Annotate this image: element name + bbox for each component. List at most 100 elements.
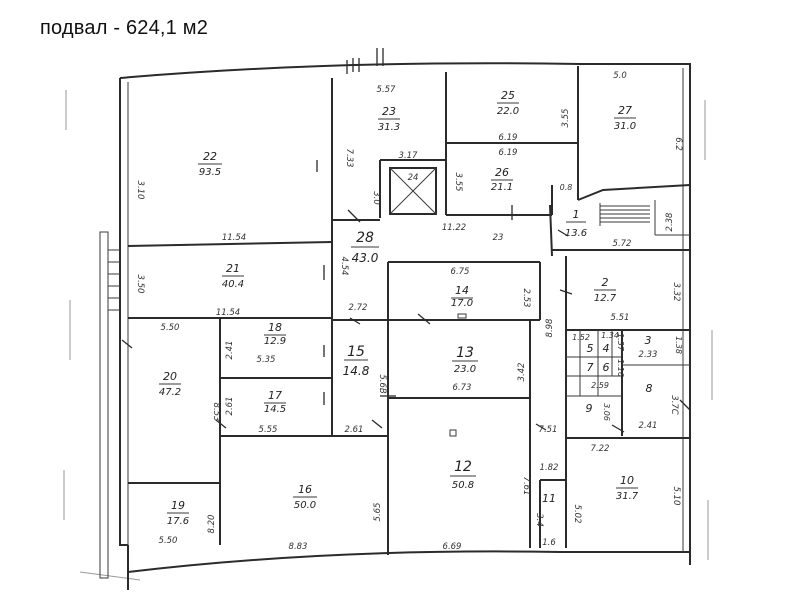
- room-number-7: 7: [587, 361, 594, 374]
- room-number-1: 1: [573, 208, 580, 221]
- room-area-27: 31.0: [614, 121, 636, 132]
- room-area-23: 31.3: [378, 122, 400, 133]
- dim-label: 1.16: [616, 359, 625, 377]
- dim-label: 8.20: [207, 515, 217, 534]
- dim-label: 3.55: [561, 109, 571, 128]
- dim-label: 23: [493, 233, 504, 243]
- room-area-20: 47.2: [159, 387, 181, 398]
- dim-label: 2.72: [349, 303, 368, 313]
- dim-label: 11.54: [216, 308, 240, 318]
- room-number-12: 12: [454, 459, 472, 475]
- room-number-22: 22: [203, 150, 217, 163]
- dim-label: 1.82: [540, 463, 559, 473]
- room-area-21: 40.4: [222, 279, 244, 290]
- room-number-9: 9: [586, 402, 593, 415]
- room-number-15: 15: [347, 344, 365, 360]
- dim-label: 5.65: [373, 503, 383, 522]
- dim-label: 2.59: [591, 381, 609, 390]
- dim-label: 6.19: [499, 148, 518, 158]
- room-area-13: 23.0: [454, 364, 476, 375]
- room-area-26: 21.1: [491, 182, 513, 193]
- room-area-19: 17.6: [167, 516, 189, 527]
- dim-label: 2.41: [639, 421, 658, 431]
- room-number-5: 5: [587, 342, 594, 355]
- dim-label: 1.38: [674, 336, 683, 354]
- scan-margin-marks: [63, 90, 713, 581]
- dim-label: 6.73: [453, 383, 472, 393]
- dim-label: 1.6: [542, 538, 556, 548]
- room-number-8: 8: [646, 382, 653, 395]
- dim-label: 11.22: [442, 223, 466, 233]
- dim-label: 3.32: [671, 283, 681, 302]
- dim-label: 3.17: [399, 151, 419, 161]
- room-number-20: 20: [163, 370, 177, 383]
- dim-label: 2.33: [639, 350, 658, 360]
- dim-label: 6.19: [499, 133, 518, 143]
- room-area-18: 12.9: [264, 336, 286, 347]
- dim-label: 3.7C: [669, 395, 679, 415]
- room-number-16: 16: [298, 483, 312, 496]
- room-number-25: 25: [501, 89, 515, 102]
- room-area-10: 31.7: [616, 491, 639, 502]
- dim-label: 3.55: [453, 173, 463, 192]
- room-area-25: 22.0: [497, 106, 519, 117]
- room-area-17: 14.5: [264, 404, 286, 415]
- room-number-26: 26: [495, 166, 509, 179]
- dim-label: 2.38: [665, 212, 675, 232]
- room-area-12: 50.8: [452, 480, 474, 491]
- dim-label: 3.4: [534, 513, 544, 527]
- dim-label: 0.8: [560, 183, 573, 192]
- room-area-1: 13.6: [565, 228, 587, 239]
- dim-label: 7.61: [521, 477, 531, 496]
- room-number-11: 11: [542, 492, 556, 505]
- dim-label: 5.50: [159, 536, 178, 546]
- dim-label: 6.2: [673, 137, 683, 151]
- room-number-18: 18: [268, 321, 282, 334]
- room-area-28: 43.0: [352, 251, 379, 265]
- room-area-16: 50.0: [294, 500, 316, 511]
- dim-label: 8.83: [289, 542, 308, 552]
- dim-label: 3.10: [135, 181, 145, 200]
- dim-label: 3.50: [135, 275, 145, 294]
- dim-label: 4.54: [339, 257, 349, 276]
- room-number-6: 6: [603, 361, 610, 374]
- dim-label: 2.61: [225, 397, 235, 416]
- dim-label: 1.37: [616, 333, 625, 352]
- room-number-4: 4: [603, 342, 610, 355]
- dim-label: 3.42: [517, 363, 527, 382]
- room-number-10: 10: [620, 474, 634, 487]
- dim-label: 2.53: [521, 289, 531, 308]
- page-title: подвал - 624,1 м2: [40, 17, 209, 39]
- room-number-17: 17: [268, 389, 282, 402]
- dim-label: 7.51: [539, 425, 558, 435]
- room-area-15: 14.8: [343, 364, 370, 378]
- room-number-24: 24: [408, 173, 419, 183]
- dim-label: 5.55: [259, 425, 278, 435]
- dim-label: 5.02: [572, 505, 582, 524]
- outer-walls: [99, 48, 691, 590]
- dim-label: 8.53: [211, 403, 221, 422]
- room-area-2: 12.7: [594, 293, 617, 304]
- dim-label: 6.69: [443, 542, 462, 552]
- dim-label: 7.22: [591, 444, 610, 454]
- room-number-28: 28: [356, 230, 374, 246]
- dim-label: 3.0: [371, 191, 381, 205]
- room-number-19: 19: [171, 499, 185, 512]
- dim-label: 2.41: [225, 341, 235, 360]
- room-number-14: 14: [455, 284, 469, 297]
- dim-label: 7.33: [344, 149, 354, 168]
- dim-label: 5.6B: [377, 374, 387, 394]
- dim-label: 5.50: [161, 323, 180, 333]
- room-number-21: 21: [226, 262, 240, 275]
- room-number-23: 23: [382, 105, 396, 118]
- dim-label: 5.0: [613, 71, 627, 81]
- interior-walls: [127, 66, 691, 555]
- dim-label: 1.34: [601, 331, 619, 340]
- room-area-22: 93.5: [199, 167, 221, 178]
- room-number-27: 27: [618, 104, 632, 117]
- dim-label: 3.06: [602, 403, 611, 421]
- dim-label: 5.10: [671, 487, 681, 506]
- room-labels: 22 93.5 23 31.3 25 22.0 27 31.0 26 21.1 …: [159, 89, 653, 527]
- dimension-labels: 5.57 5.0 7.33 3.55 3.17 6.19 6.19 3.55 6…: [135, 71, 683, 552]
